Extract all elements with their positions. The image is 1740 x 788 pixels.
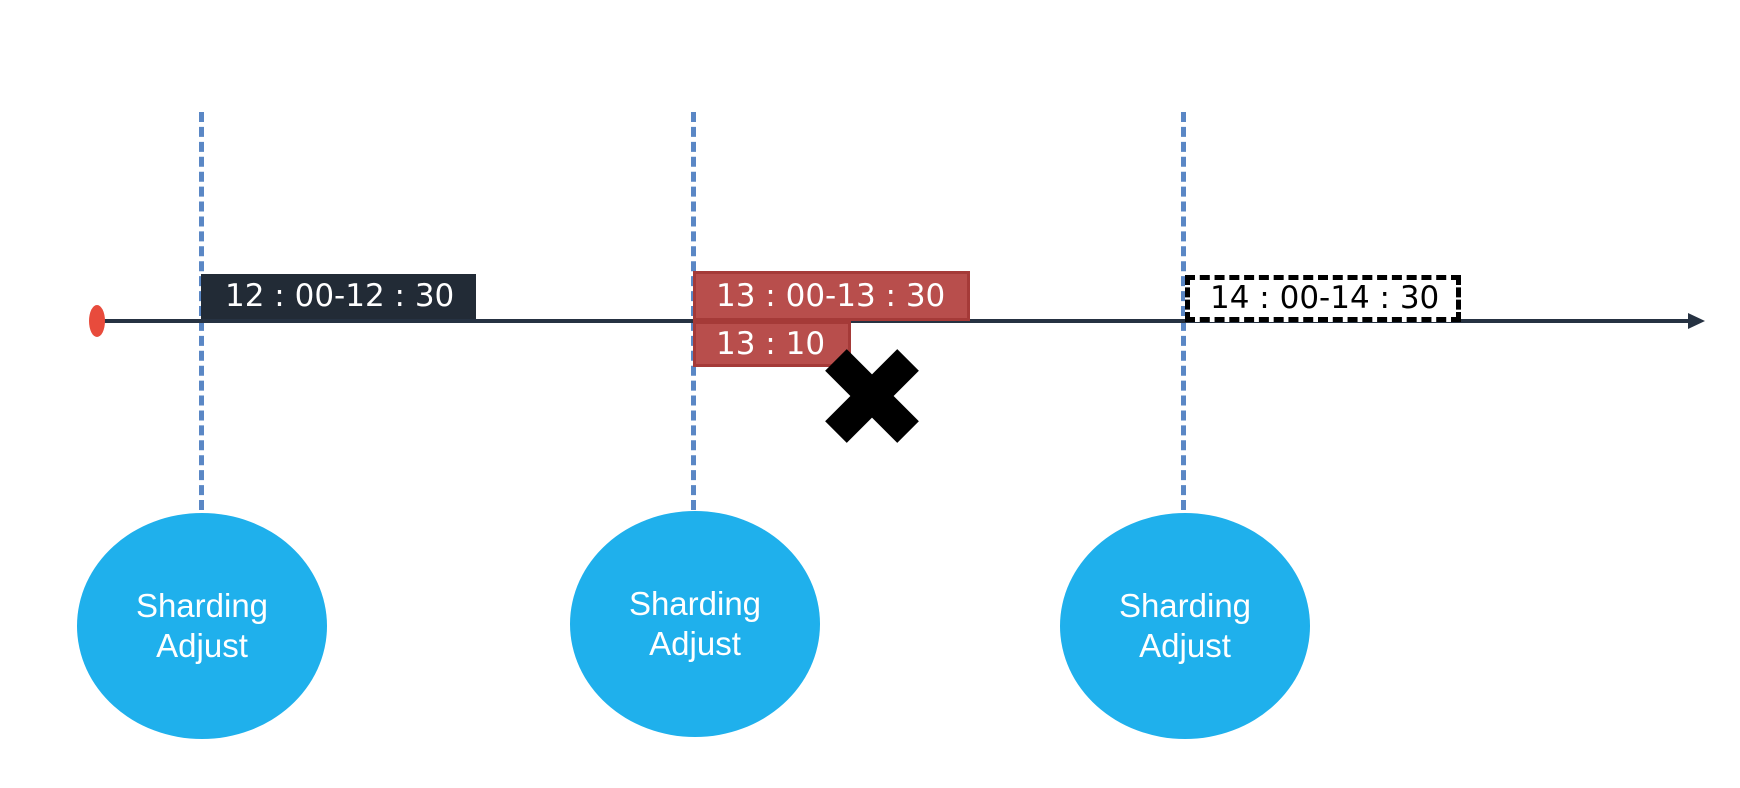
time-window-13-00: 13 : 00-13 : 30 <box>693 271 970 321</box>
cross-icon <box>825 349 919 443</box>
node-label-line1: Sharding <box>628 585 762 622</box>
node-label-line2: Adjust <box>156 627 248 664</box>
timeline-axis <box>96 319 1698 323</box>
dashed-guide-line <box>1181 112 1186 510</box>
node-label-line1: Sharding <box>135 587 269 624</box>
node-label-line2: Adjust <box>649 625 741 662</box>
time-point-13-10: 13 : 10 <box>693 321 851 367</box>
arrow-head-icon <box>1688 313 1705 329</box>
time-point-label: 13 : 10 <box>716 325 826 362</box>
node-label-line1: Sharding <box>1118 587 1252 624</box>
sharding-adjust-node: Sharding Adjust <box>570 511 820 737</box>
node-label-line2: Adjust <box>1139 627 1231 664</box>
time-window-12-00: 12 : 00-12 : 30 <box>201 274 476 319</box>
start-marker <box>89 305 105 337</box>
time-window-14-00: 14 : 00-14 : 30 <box>1185 275 1461 322</box>
sharding-adjust-node: Sharding Adjust <box>77 513 327 739</box>
time-window-label: 13 : 00-13 : 30 <box>716 277 946 314</box>
sharding-adjust-node: Sharding Adjust <box>1060 513 1310 739</box>
time-window-label: 12 : 00-12 : 30 <box>225 278 455 314</box>
time-window-label: 14 : 00-14 : 30 <box>1210 280 1440 316</box>
